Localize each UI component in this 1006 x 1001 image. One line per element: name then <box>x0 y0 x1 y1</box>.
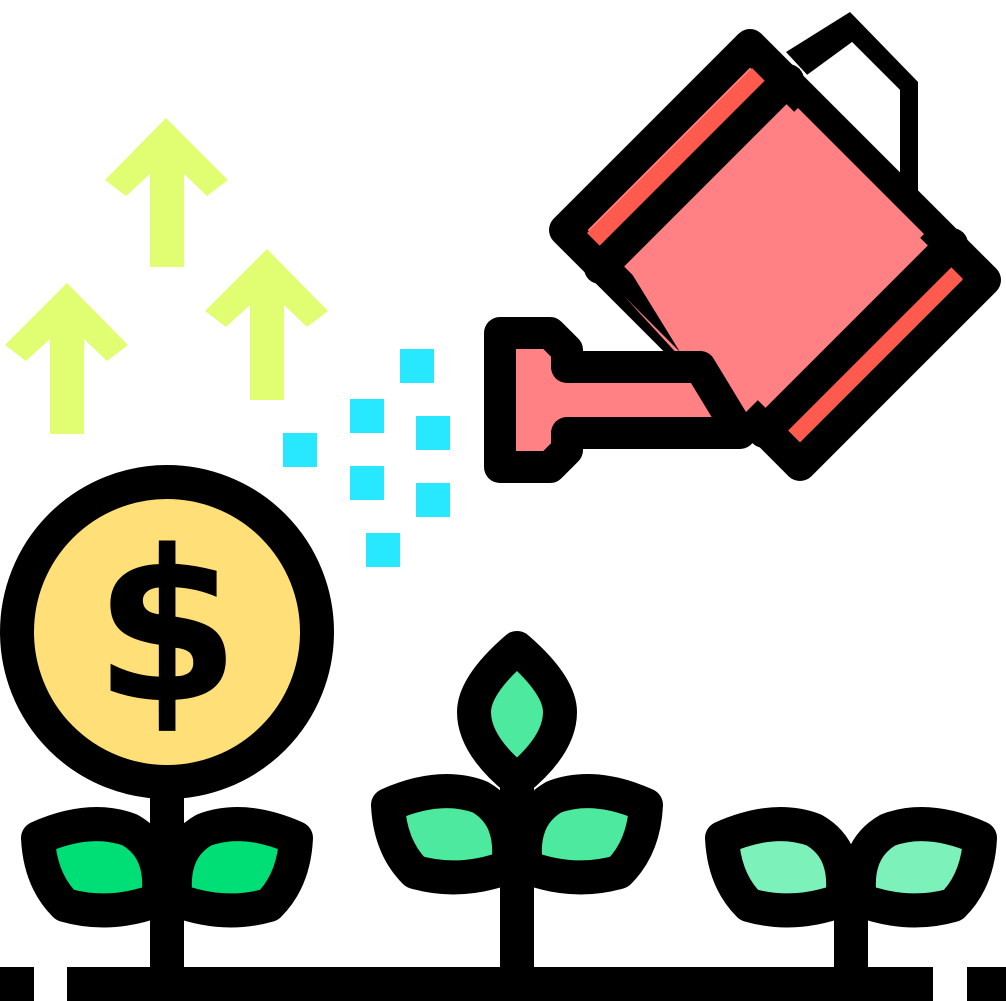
leaf-icon <box>371 774 527 895</box>
leaf-icon <box>157 807 313 928</box>
growth-arrow-icon <box>5 283 128 434</box>
leaf-icon <box>507 774 663 895</box>
water-drop-icon <box>283 433 317 467</box>
sprout-middle <box>371 631 663 970</box>
water-drop-icon <box>416 483 450 517</box>
coin-icon <box>0 465 334 799</box>
ground <box>0 967 1006 1001</box>
water-drop-icon <box>400 349 434 383</box>
water-drop-icon <box>366 533 400 567</box>
watering-can-icon <box>484 12 1001 483</box>
can-band <box>777 256 963 442</box>
money-plant: $ <box>0 465 334 970</box>
growth-arrows <box>5 118 328 434</box>
water-drops <box>283 349 450 567</box>
water-drop-icon <box>350 466 384 500</box>
can-spout <box>484 317 756 483</box>
water-drop-icon <box>350 399 384 433</box>
growth-arrow-icon <box>205 249 328 400</box>
can-band <box>587 68 775 256</box>
leaf-icon <box>705 807 861 928</box>
dollar-sign: $ <box>94 505 240 750</box>
sprout-right <box>705 807 997 970</box>
growth-arrow-icon <box>105 118 228 267</box>
can-handle <box>786 12 918 210</box>
leaf-icon <box>21 807 177 928</box>
water-drop-icon <box>416 416 450 450</box>
leaf-icon <box>457 631 577 797</box>
leaf-icon <box>841 807 997 928</box>
